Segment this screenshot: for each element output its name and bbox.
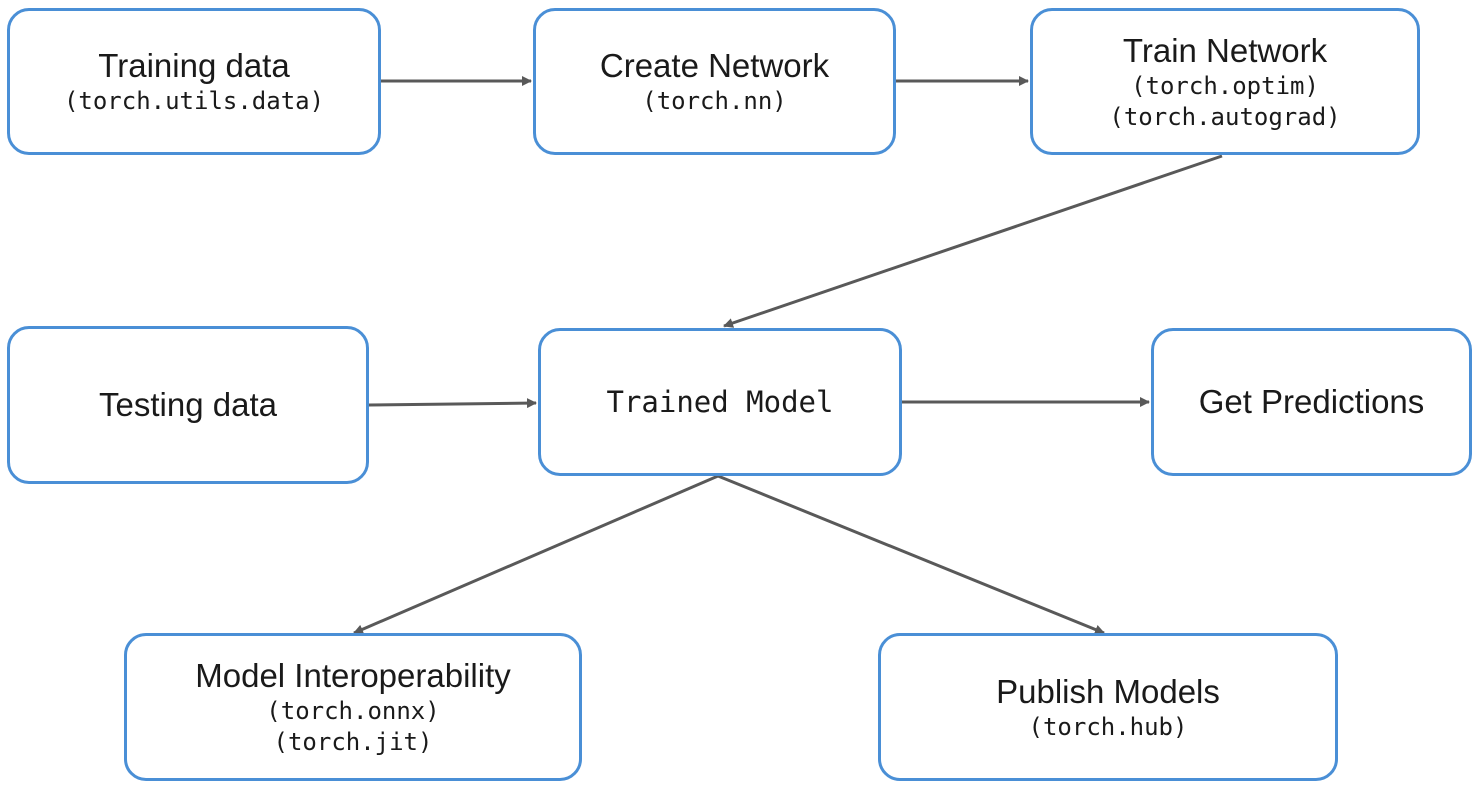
node-model-interoperability: Model Interoperability (torch.onnx) (tor… (124, 633, 582, 781)
node-publish-models-code: (torch.hub) (1028, 712, 1188, 741)
arrow-trained-model-to-interop (353, 474, 719, 635)
arrow-testing-to-trained-model (368, 398, 537, 409)
node-model-interoperability-code-jit: (torch.jit) (273, 728, 433, 756)
node-train-network-code-optim: (torch.optim) (1131, 71, 1319, 100)
node-get-predictions-title: Get Predictions (1198, 383, 1425, 420)
node-train-network-title: Train Network (1122, 31, 1328, 69)
arrow-trained-model-to-publish (717, 474, 1105, 635)
node-training-data-code: (torch.utils.data) (63, 87, 325, 115)
node-model-interoperability-title: Model Interoperability (195, 657, 511, 694)
node-publish-models: Publish Models (torch.hub) (878, 633, 1338, 781)
node-trained-model: Trained Model (538, 328, 902, 476)
node-model-interoperability-code-onnx: (torch.onnx) (266, 697, 440, 725)
arrow-train-to-trained-model (723, 154, 1223, 328)
node-train-network: Train Network (torch.optim) (torch.autog… (1030, 8, 1420, 155)
node-training-data: Training data (torch.utils.data) (7, 8, 381, 155)
node-training-data-title: Training data (98, 47, 290, 84)
node-create-network-code: (torch.nn) (642, 87, 787, 115)
node-testing-data-title: Testing data (99, 386, 277, 423)
node-publish-models-title: Publish Models (996, 672, 1220, 710)
node-create-network: Create Network (torch.nn) (533, 8, 896, 155)
node-create-network-title: Create Network (599, 47, 830, 84)
node-trained-model-title: Trained Model (606, 385, 834, 419)
node-get-predictions: Get Predictions (1151, 328, 1472, 476)
node-testing-data: Testing data (7, 326, 369, 484)
node-train-network-code-autograd: (torch.autograd) (1109, 102, 1341, 131)
